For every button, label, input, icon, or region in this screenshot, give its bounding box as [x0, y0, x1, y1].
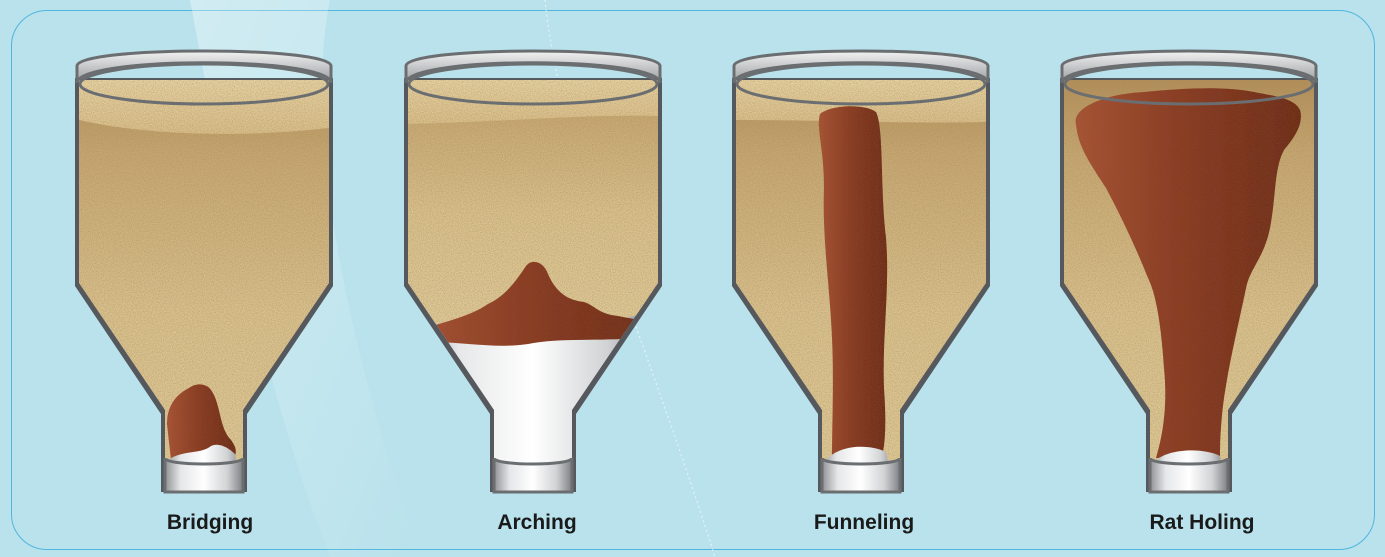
- silo-arching: [404, 38, 662, 498]
- silo-funneling: [732, 38, 990, 498]
- label-rat-holing: Rat Holing: [1102, 511, 1302, 535]
- label-bridging: Bridging: [110, 511, 310, 535]
- label-funneling: Funneling: [764, 511, 964, 535]
- label-arching: Arching: [437, 511, 637, 535]
- silo-rat-holing: [1060, 38, 1318, 498]
